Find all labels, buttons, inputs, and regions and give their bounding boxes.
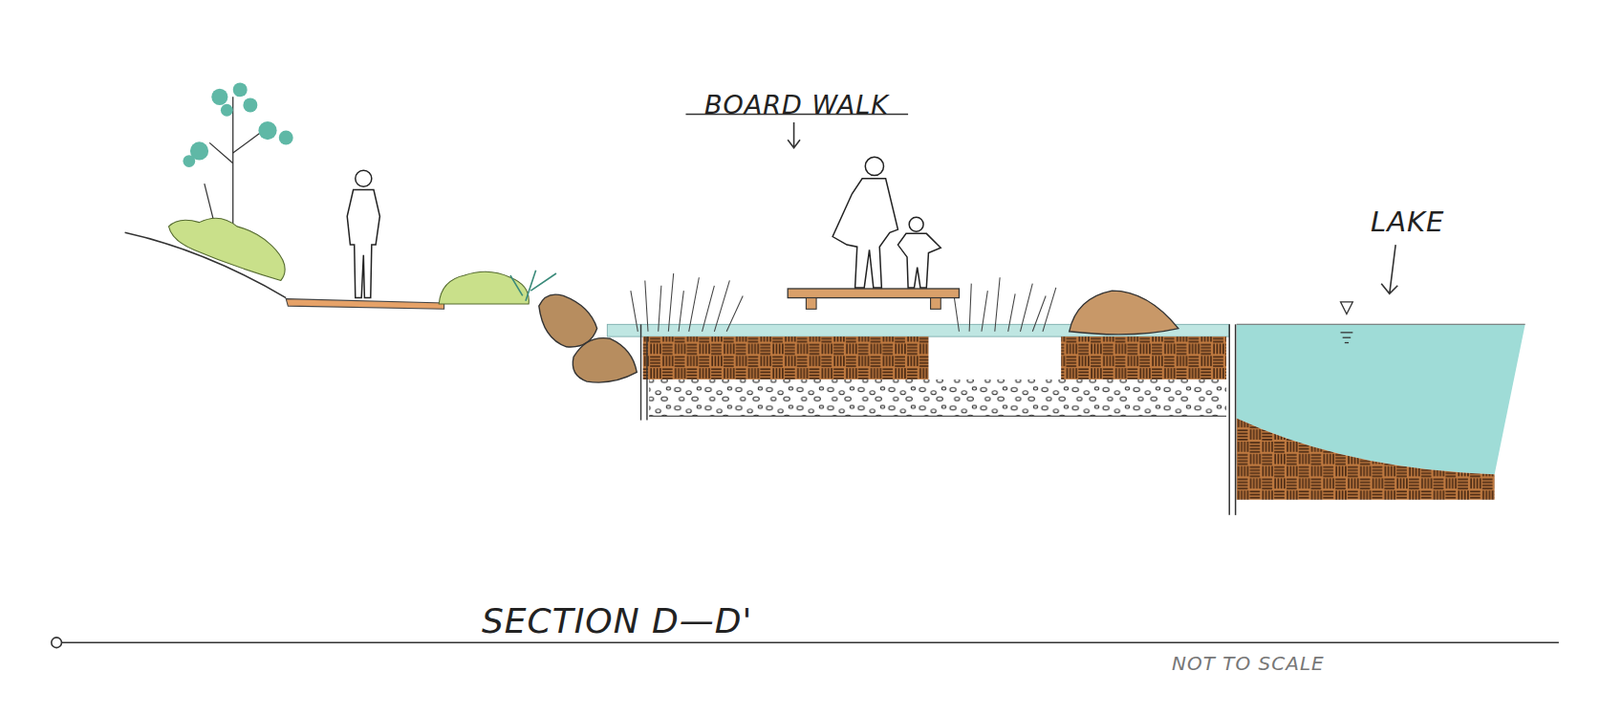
boardwalk-post: [805, 298, 817, 310]
edge-line: [648, 415, 1227, 417]
lake-label: LAKE: [1370, 208, 1445, 237]
section-title: SECTION D—D': [477, 604, 757, 639]
gravel-layer: [648, 379, 1227, 416]
shrub: [438, 271, 529, 304]
retaining-wall: [1234, 324, 1236, 516]
water-line: [1236, 324, 1526, 325]
tree: [182, 82, 293, 245]
boardwalk-deck: [787, 288, 959, 299]
water-level-symbol: [1340, 302, 1354, 344]
edge-wall: [640, 324, 642, 420]
reeds: [630, 273, 1057, 332]
rock: [1069, 290, 1179, 335]
woman-figure: [832, 156, 898, 288]
soil-layer: [1060, 336, 1227, 380]
section-marker: [51, 637, 63, 649]
lake-bed: [1236, 417, 1495, 499]
scale-note: NOT TO SCALE: [1171, 653, 1325, 673]
leader-arrow: [685, 114, 1398, 295]
shrub: [168, 217, 285, 281]
rock: [572, 338, 637, 383]
soil-layer: [643, 336, 930, 380]
person: [346, 170, 380, 298]
rock: [539, 294, 598, 347]
boardwalk-label: BOARD WALK: [704, 91, 889, 118]
retaining-wall: [1228, 324, 1230, 516]
edge-wall: [646, 336, 648, 420]
section-line: [61, 641, 1558, 644]
path-surface: [285, 299, 444, 310]
child-figure: [897, 216, 941, 288]
boardwalk-post: [930, 298, 942, 310]
